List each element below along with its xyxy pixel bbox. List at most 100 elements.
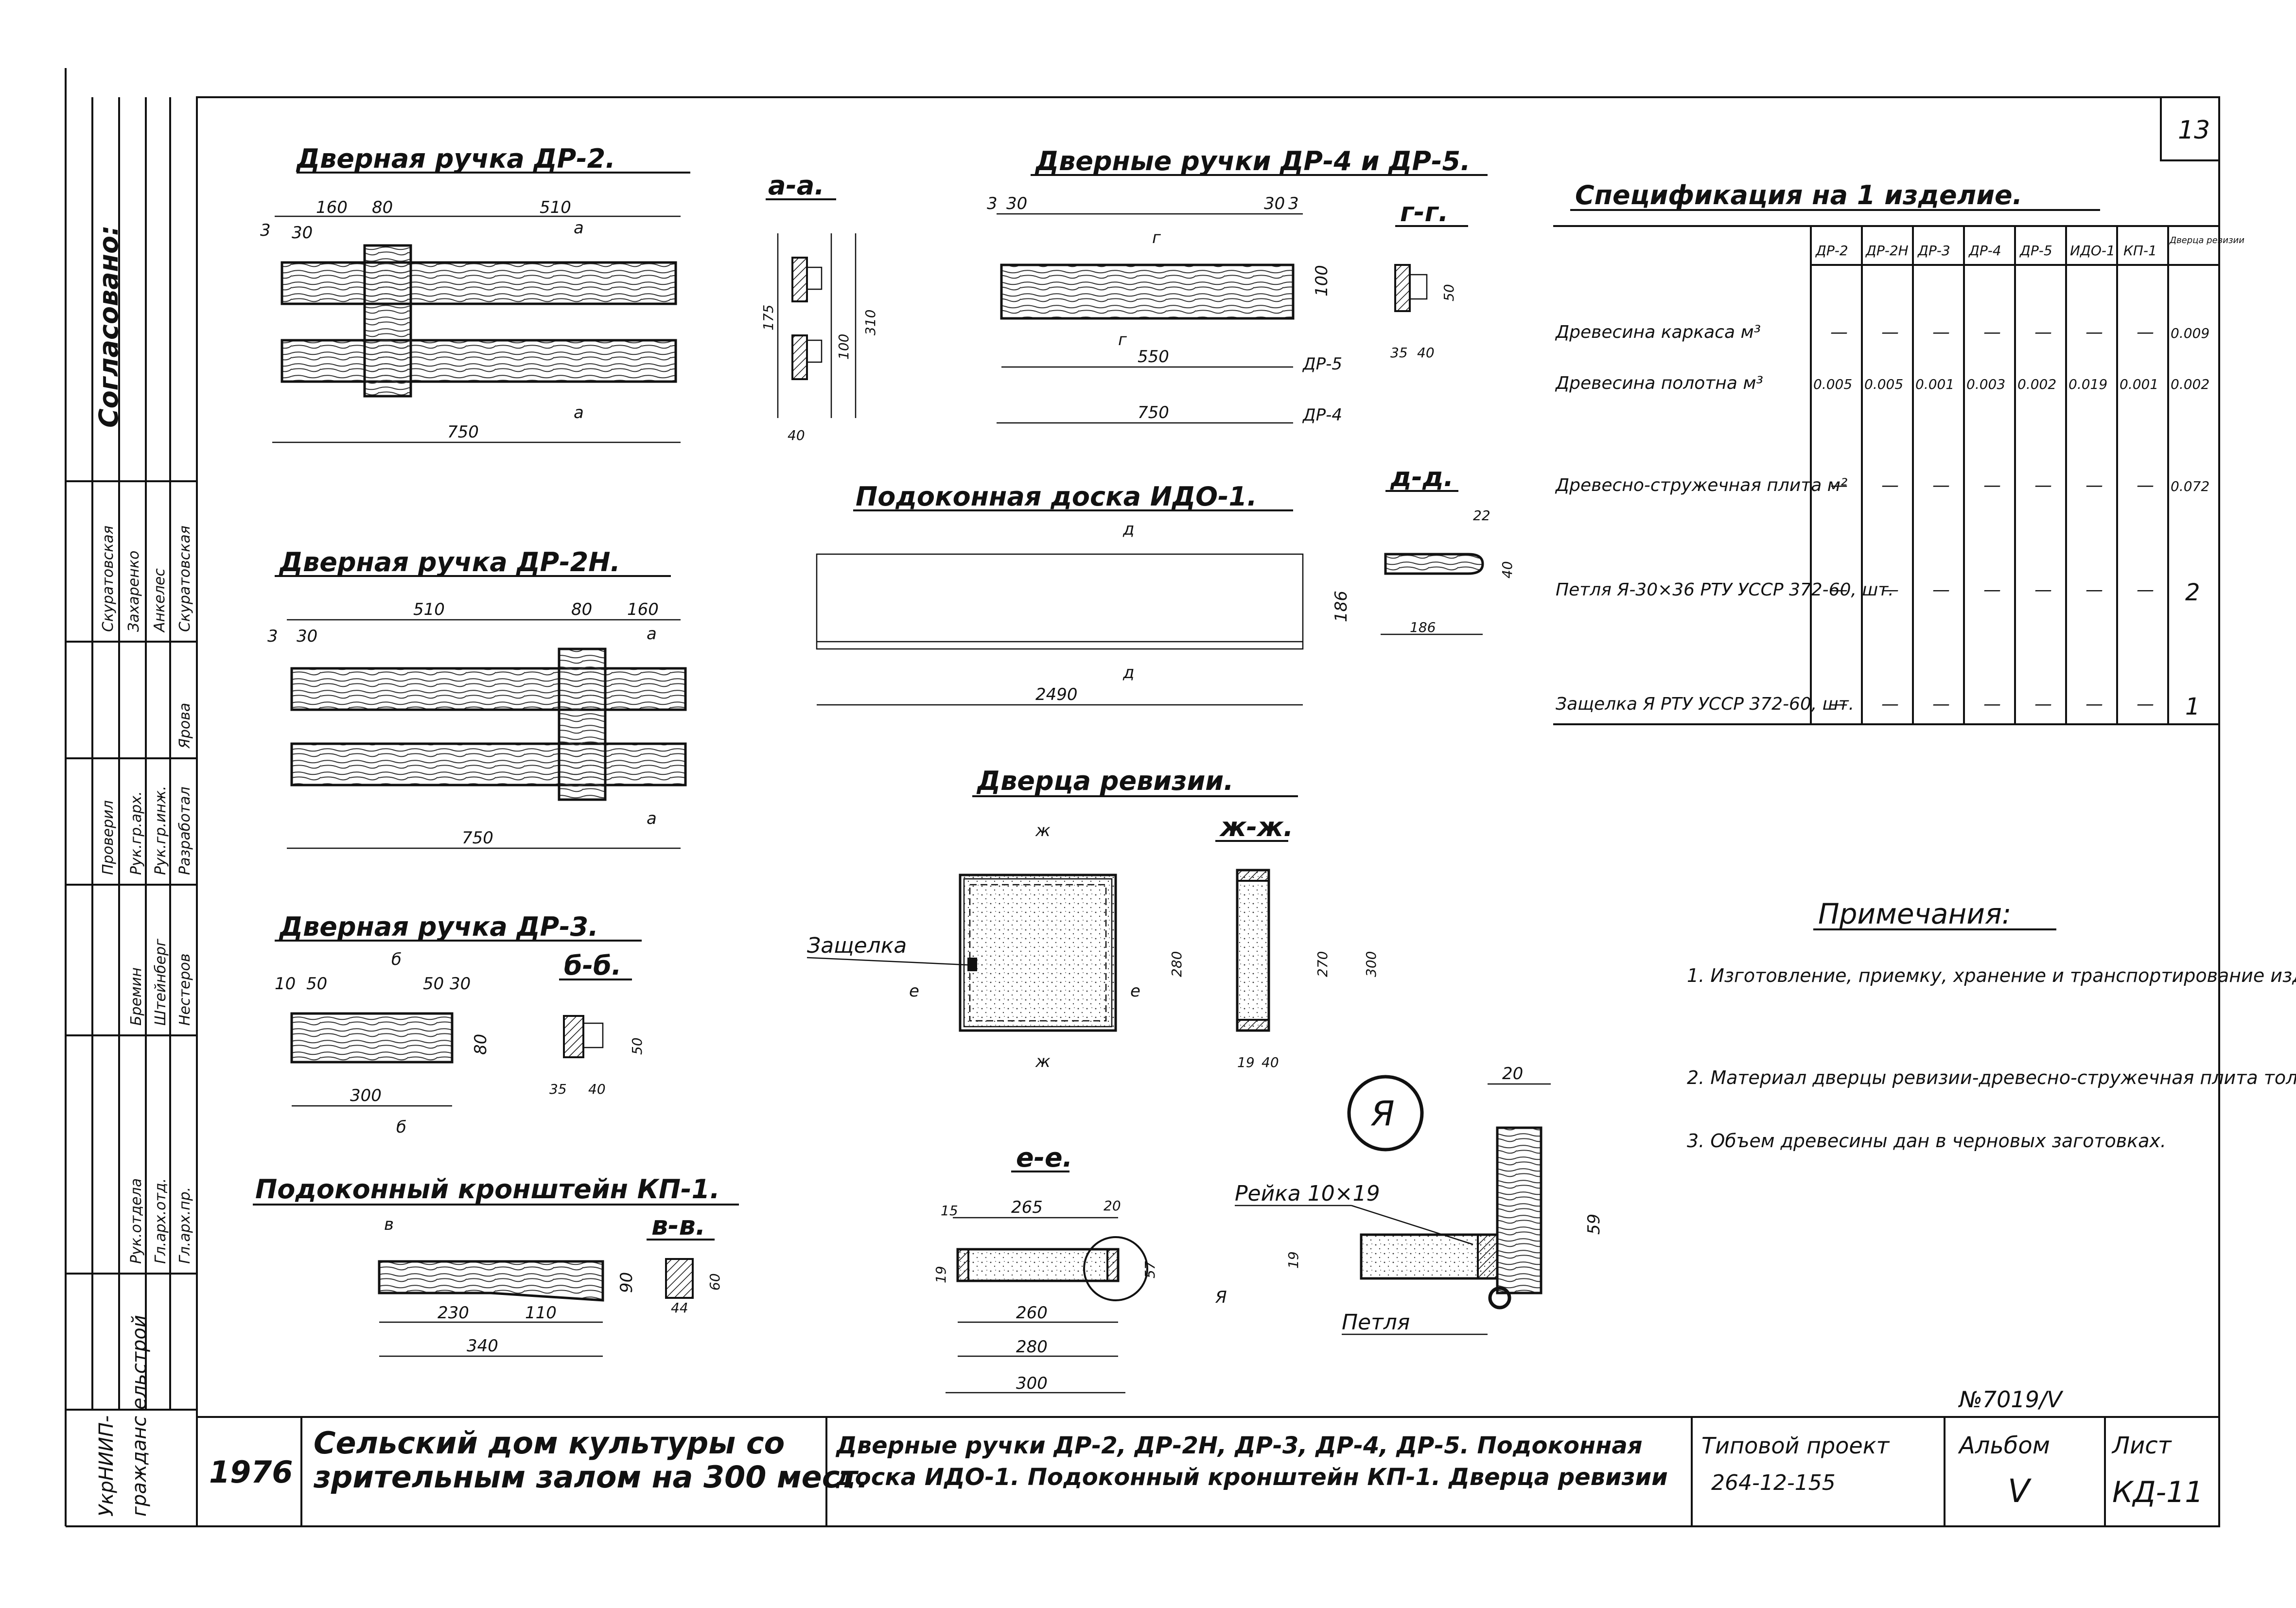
spec-row-1: — — — — — — — 0.009 xyxy=(1830,322,2209,342)
project-title-1: Сельский дом культуры со xyxy=(314,1425,785,1461)
dr45-cut-top: г xyxy=(1152,228,1161,247)
gg-dim-35: 35 xyxy=(1390,345,1408,361)
spec-cell: 0.001 xyxy=(1915,376,1954,392)
spec-cell: 0.002 xyxy=(2171,376,2209,392)
section-gg: г-г. 50 35 40 xyxy=(1390,197,1468,361)
kp1-dim-110: 110 xyxy=(525,1303,557,1323)
vv-dim-60: 60 xyxy=(707,1273,723,1291)
detail-rail-label: Рейка 10×19 xyxy=(1235,1181,1380,1206)
spec-col-1: ДР-2 xyxy=(1815,243,1848,259)
section-zz: ж-ж. 280 270 300 19 40 xyxy=(1169,812,1379,1070)
spec-col-7: КП-1 xyxy=(2123,243,2157,259)
stamp-role-7: Гл.арх.отд. xyxy=(152,1178,169,1264)
spec-cell: — xyxy=(1983,322,2001,342)
zz-dim-270: 270 xyxy=(1315,951,1331,977)
bb-dim-35: 35 xyxy=(549,1081,567,1097)
spec-row-2-name: Древесина полотна м³ xyxy=(1555,373,1763,393)
kp1-dim-230: 230 xyxy=(438,1303,469,1323)
note-3: 3. Объем древесины дан в черновых загото… xyxy=(1687,1130,2166,1152)
stamp-name-7: Штейнберг xyxy=(152,939,169,1026)
spec-cell: — xyxy=(2034,322,2052,342)
dd-dim-40: 40 xyxy=(1499,561,1515,578)
door-handle-dr2: Дверная ручка ДР-2. 3 30 160 80 510 750 … xyxy=(260,143,690,443)
spec-row-5-name: Защелка Я РТУ УССР 372-60, шт. xyxy=(1556,694,1854,714)
dr45-dim-550: 550 xyxy=(1138,347,1169,367)
door-handle-dr2n: Дверная ручка ДР-2Н. 3 30 510 80 160 750… xyxy=(267,547,687,849)
zz-dim-19: 19 xyxy=(1237,1054,1255,1070)
dd-dim-22: 22 xyxy=(1473,507,1490,524)
spec-row-2: 0.005 0.005 0.001 0.003 0.002 0.019 0.00… xyxy=(1813,376,2209,392)
spec-cell: — xyxy=(1881,475,1899,495)
spec-col-8: Дверца ревизии xyxy=(2169,235,2244,245)
spec-cell: — xyxy=(1932,322,1950,342)
dd-dim-186: 186 xyxy=(1410,619,1436,635)
dr45-dim-30b: 30 xyxy=(1264,194,1285,213)
sheet-value: КД-11 xyxy=(2112,1475,2203,1509)
dr2n-title: Дверная ручка ДР-2Н. xyxy=(279,547,620,577)
dr2-dim-3: 3 xyxy=(260,221,271,240)
sheet-label: Лист xyxy=(2111,1432,2173,1459)
inspection-door: Дверца ревизии. ж Защелка е е ж xyxy=(806,766,1298,1071)
detail-dim-19: 19 xyxy=(1285,1251,1301,1269)
spec-row-1-name: Древесина каркаса м³ xyxy=(1555,322,1761,342)
type-project-label: Типовой проект xyxy=(1701,1433,1890,1459)
note-1: 1. Изготовление, приемку, хранение и тра… xyxy=(1687,965,2296,986)
ee-dim-15: 15 xyxy=(941,1203,958,1219)
dr2-dim-510: 510 xyxy=(540,198,571,217)
stamp-role-8: Гл.арх.пр. xyxy=(176,1187,193,1264)
spec-cell: — xyxy=(2137,694,2154,714)
notes: Примечания: 1. Изготовление, приемку, хр… xyxy=(1687,897,2296,1152)
section-dd-title: д-д. xyxy=(1390,462,1454,492)
kp1-dim-90: 90 xyxy=(617,1272,636,1293)
spec-col-5: ДР-5 xyxy=(2019,243,2052,259)
spec-cell: — xyxy=(1932,580,1950,600)
spec-cell: — xyxy=(1983,694,2001,714)
dr45-title: Дверные ручки ДР-4 и ДР-5. xyxy=(1034,146,1471,176)
kp1-title: Подоконный кронштейн КП-1. xyxy=(255,1174,720,1205)
spec-cell: 0.019 xyxy=(2068,376,2107,392)
spec-col-3: ДР-3 xyxy=(1917,243,1950,259)
spec-cell: 0.005 xyxy=(1864,376,1903,392)
dr2n-dim-3: 3 xyxy=(267,627,278,646)
spec-cell: — xyxy=(1983,475,2001,495)
dr2-dim-80: 80 xyxy=(372,198,393,217)
spec-row-3-name: Древесно-стружечная плита м² xyxy=(1555,475,1847,495)
spec-cell: — xyxy=(1830,694,1848,714)
dr2n-dim-80: 80 xyxy=(571,600,592,619)
ee-dim-19: 19 xyxy=(933,1266,949,1283)
bb-dim-50: 50 xyxy=(629,1037,645,1055)
zz-dim-300: 300 xyxy=(1363,951,1379,977)
kp1-cut-top: в xyxy=(384,1215,394,1234)
ido1-cut-bottom: д xyxy=(1122,663,1135,682)
zz-dim-40: 40 xyxy=(1262,1054,1279,1070)
spec-cell: 1 xyxy=(2185,693,2200,720)
spec-row-3: — — — — — — — 0.072 xyxy=(1830,475,2209,495)
dr2-cut-a-bottom: а xyxy=(574,403,584,422)
dr3-dim-10: 10 xyxy=(275,974,296,994)
stamp-role-4: Проверил xyxy=(100,800,117,875)
ee-dim-265: 265 xyxy=(1011,1198,1043,1217)
ee-dim-260: 260 xyxy=(1016,1303,1048,1323)
dr3-dim-50b: 50 xyxy=(423,974,444,994)
left-stamp: Согласовано: Скуратовская Захаренко Анке… xyxy=(66,97,197,1517)
spec-cell: — xyxy=(1881,322,1899,342)
dr3-title: Дверная ручка ДР-3. xyxy=(279,911,598,942)
detail-dim-59: 59 xyxy=(1584,1214,1604,1235)
section-dd: д-д. 22 40 186 xyxy=(1381,462,1515,635)
page-number: 13 xyxy=(2178,116,2210,145)
door-cut-e-right: е xyxy=(1130,981,1140,1001)
dr2n-dim-750: 750 xyxy=(462,828,493,848)
notes-title: Примечания: xyxy=(1818,897,2011,930)
spec-cell: 0.005 xyxy=(1813,376,1852,392)
stamp-agreed: Согласовано: xyxy=(93,225,124,428)
spec-cell: 0.001 xyxy=(2120,376,2158,392)
spec-cell: 0.072 xyxy=(2171,478,2209,494)
dr2n-cut-top: а xyxy=(647,624,657,644)
aa-dim-40: 40 xyxy=(788,427,805,443)
section-bb-title: б-б. xyxy=(564,950,621,981)
dr2n-dim-30: 30 xyxy=(297,627,317,646)
spec-row-4: — — — — — — — 2 xyxy=(1830,579,2200,606)
stamp-role-2: Рук.гр.инж. xyxy=(152,786,169,875)
section-vv: в-в. 60 44 xyxy=(647,1210,723,1316)
ido1-title: Подоконная доска ИДО-1. xyxy=(856,481,1257,512)
